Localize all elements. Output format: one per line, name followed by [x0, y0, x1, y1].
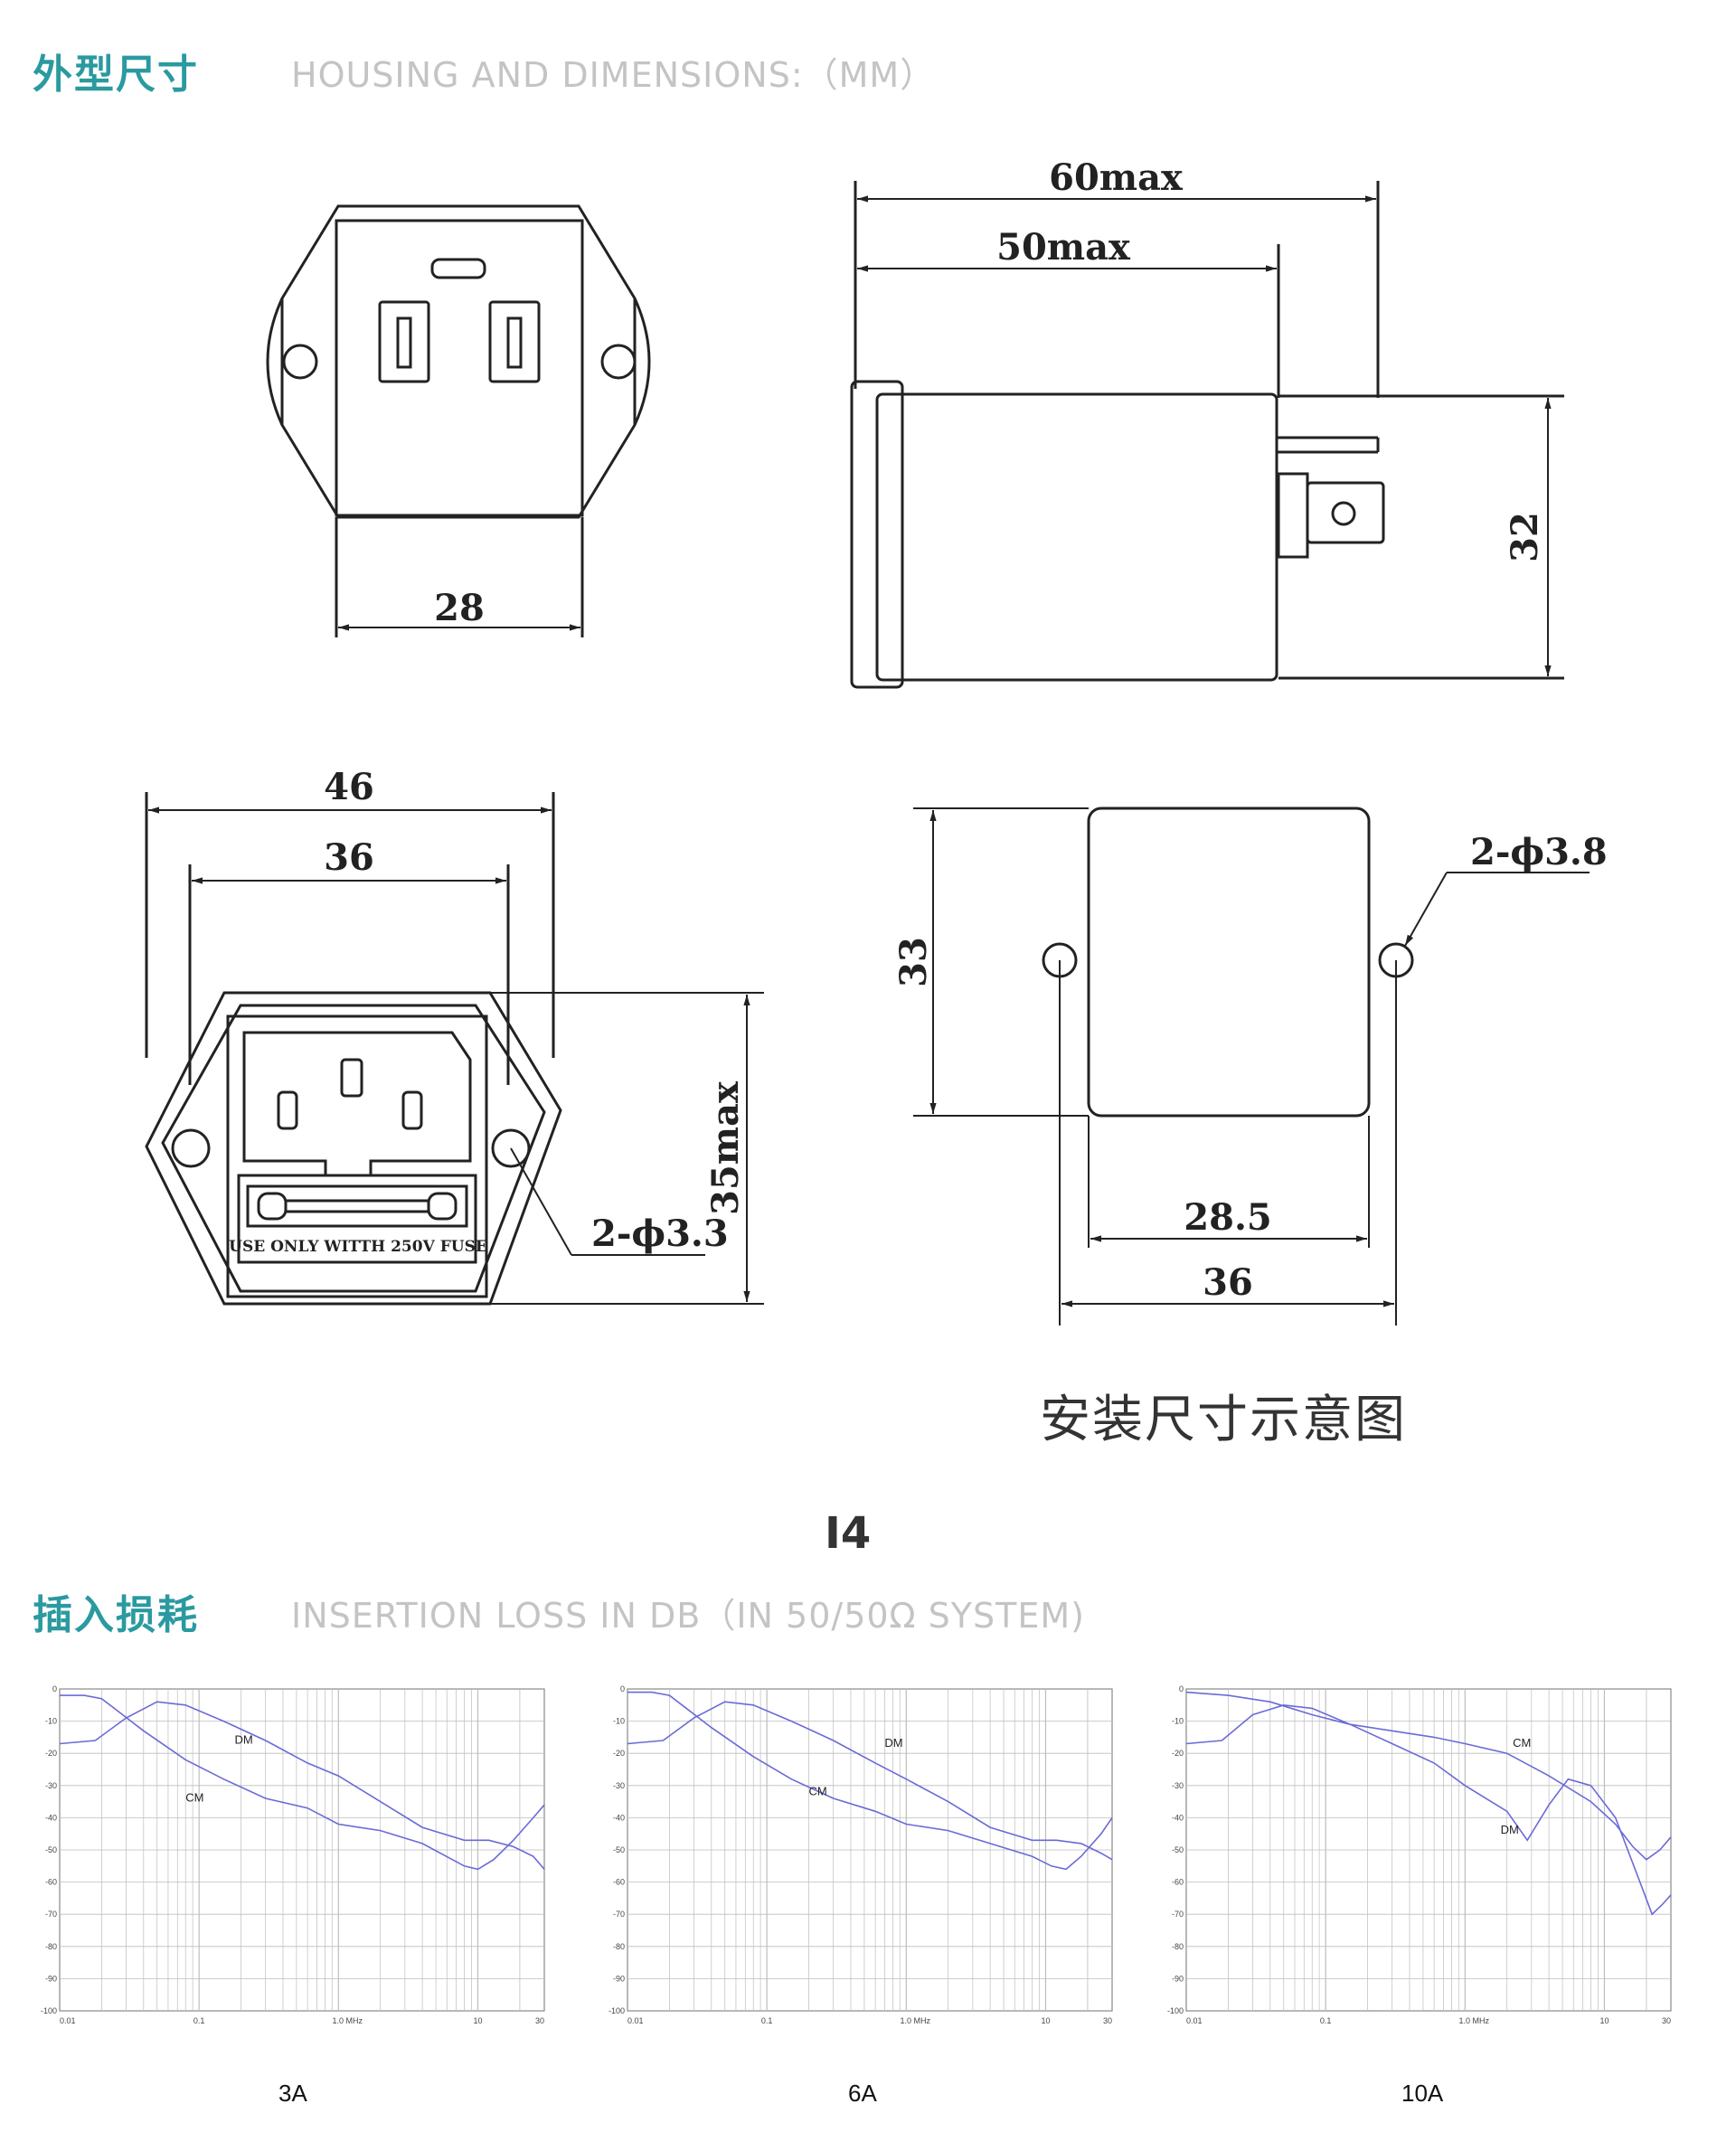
front-view-top	[266, 204, 651, 637]
install-view	[913, 807, 1590, 1326]
y-tick-label: -80	[1172, 1942, 1184, 1951]
x-tick-label: 10	[1041, 2016, 1050, 2025]
x-tick-label: 1.0 MHz	[1459, 2016, 1490, 2025]
y-tick-label: -100	[1167, 2006, 1184, 2015]
y-tick-label: -60	[1172, 1878, 1184, 1887]
y-tick-label: -70	[45, 1910, 57, 1919]
y-tick-label: -100	[41, 2006, 57, 2015]
front-view-bottom	[145, 792, 764, 1306]
x-tick-label: 0.1	[1320, 2016, 1332, 2025]
y-tick-label: -90	[45, 1974, 57, 1983]
y-tick-label: -100	[609, 2006, 625, 2015]
y-tick-label: -70	[613, 1910, 625, 1919]
dim-50max: 50max	[996, 226, 1131, 269]
series-cm-line	[60, 1694, 545, 1871]
series-dm-line	[1185, 1703, 1672, 1916]
dim-36-front: 36	[324, 836, 374, 879]
y-tick-label: -90	[613, 1974, 625, 1983]
x-tick-label: 30	[535, 2016, 544, 2025]
chart-caption-6a: 6A	[848, 2080, 877, 2107]
dim-35max: 35max	[704, 1080, 747, 1215]
y-tick-label: -60	[45, 1878, 57, 1887]
series-cm-label: CM	[1513, 1736, 1531, 1750]
y-tick-label: -50	[45, 1845, 57, 1854]
y-tick-label: -10	[613, 1717, 625, 1726]
x-tick-label: 10	[473, 2016, 482, 2025]
x-tick-label: 30	[1103, 2016, 1112, 2025]
x-tick-label: 0.1	[193, 2016, 205, 2025]
y-tick-label: -30	[613, 1781, 625, 1790]
dim-60max: 60max	[1049, 156, 1184, 199]
series-dm-label: DM	[235, 1733, 253, 1747]
y-tick-label: 0	[52, 1684, 57, 1693]
y-tick-label: -30	[45, 1781, 57, 1790]
y-tick-label: -20	[45, 1749, 57, 1758]
series-dm-label: DM	[1501, 1823, 1519, 1836]
dimensions-subtitle: HOUSING AND DIMENSIONS:（MM）	[291, 55, 936, 95]
y-tick-label: -90	[1172, 1974, 1184, 1983]
x-tick-label: 0.01	[627, 2016, 644, 2025]
dimension-drawings: 28 60max 50max 32 46 36 35max 2-ϕ3.3 USE…	[145, 156, 1608, 1326]
x-tick-label: 30	[1662, 2016, 1671, 2025]
dim-hole-3-3: 2-ϕ3.3	[591, 1212, 729, 1255]
y-tick-label: -40	[1172, 1813, 1184, 1822]
series-dm-line	[59, 1701, 545, 1870]
dim-28: 28	[434, 587, 485, 629]
dimensions-title: 外型尺寸	[33, 52, 199, 98]
insertion-loss-subtitle: INSERTION LOSS IN DB（IN 50/50Ω SYSTEM)	[291, 1596, 1085, 1636]
y-tick-label: -70	[1172, 1910, 1184, 1919]
y-tick-label: -10	[1172, 1717, 1184, 1726]
y-tick-label: -50	[1172, 1845, 1184, 1854]
y-tick-label: -40	[45, 1813, 57, 1822]
install-diagram-caption: 安装尺寸示意图	[1040, 1391, 1407, 1449]
series-cm-line	[1185, 1691, 1672, 1861]
x-tick-label: 0.1	[761, 2016, 773, 2025]
y-tick-label: 0	[1179, 1684, 1184, 1693]
chart-caption-10a: 10A	[1401, 2080, 1444, 2107]
y-tick-label: -10	[45, 1717, 57, 1726]
y-tick-label: -80	[613, 1942, 625, 1951]
series-cm-line	[627, 1691, 1113, 1871]
x-tick-label: 0.01	[60, 2016, 76, 2025]
series-cm-label: CM	[185, 1791, 203, 1805]
y-tick-label: -40	[613, 1813, 625, 1822]
y-tick-label: -50	[613, 1845, 625, 1854]
dim-32: 32	[1504, 512, 1546, 562]
x-tick-label: 0.01	[1186, 2016, 1203, 2025]
x-tick-label: 10	[1599, 2016, 1609, 2025]
x-tick-label: 1.0 MHz	[333, 2016, 363, 2025]
dim-28-5: 28.5	[1184, 1196, 1271, 1239]
y-tick-label: -20	[1172, 1749, 1184, 1758]
series-dm-line	[627, 1701, 1113, 1861]
x-tick-label: 1.0 MHz	[901, 2016, 931, 2025]
dim-33: 33	[892, 937, 935, 987]
dim-hole-3-8: 2-ϕ3.8	[1470, 831, 1608, 873]
series-cm-label: CM	[809, 1784, 827, 1797]
dim-46: 46	[324, 766, 374, 808]
y-tick-label: -20	[613, 1749, 625, 1758]
y-tick-label: -30	[1172, 1781, 1184, 1790]
fuse-warning-text: USE ONLY WITTH 250V FUSE	[229, 1238, 487, 1256]
y-tick-label: 0	[620, 1684, 625, 1693]
insertion-loss-title: 插入损耗	[33, 1592, 199, 1638]
dim-36-install: 36	[1203, 1261, 1253, 1304]
side-view	[850, 181, 1564, 689]
series-dm-label: DM	[884, 1736, 902, 1750]
y-tick-label: -60	[613, 1878, 625, 1887]
chart-caption-3a: 3A	[278, 2080, 307, 2107]
y-tick-label: -80	[45, 1942, 57, 1951]
model-name: I4	[825, 1508, 872, 1559]
